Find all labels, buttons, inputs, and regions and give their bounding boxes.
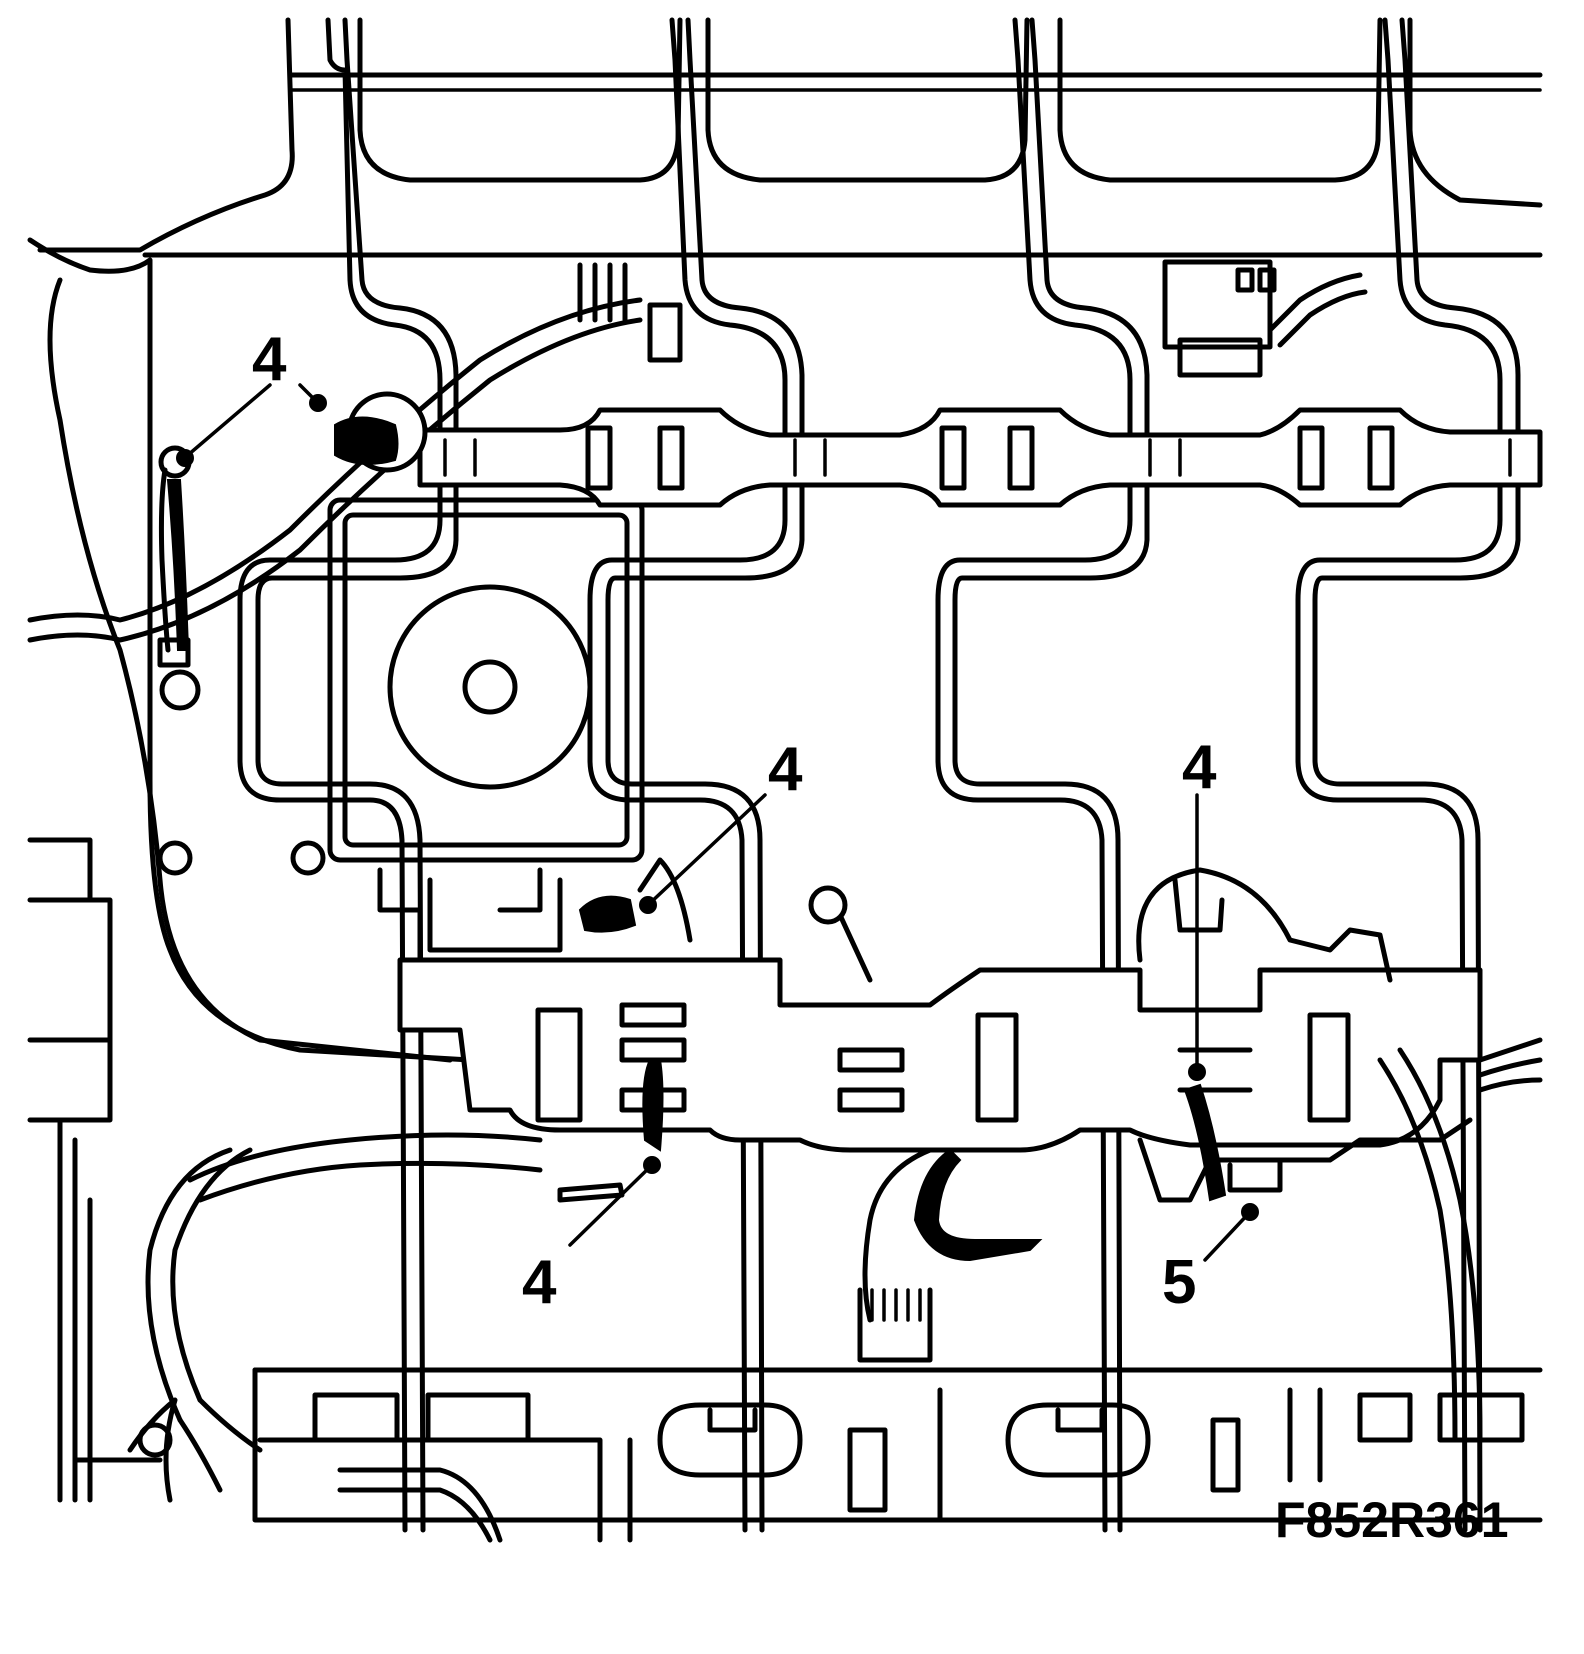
callout-4-top-left: 4 [252, 325, 287, 394]
top-frame [37, 17, 1543, 1533]
callout-leaders [176, 383, 1277, 1522]
right-harness [1136, 867, 1543, 1443]
top-connector [577, 259, 1368, 378]
callout-4-right: 4 [1182, 733, 1217, 802]
left-side-panel [27, 237, 643, 1503]
bottom-base-rail [252, 1367, 1543, 1543]
lower-cross-rail [397, 857, 1483, 1153]
lower-harness [127, 1132, 1043, 1503]
callout-4-bottom: 4 [522, 1248, 557, 1317]
seat-motor [327, 497, 645, 963]
callout-4-center: 4 [768, 735, 803, 804]
figure-id: F852R361 [1275, 1492, 1509, 1548]
cable-tie-left [157, 445, 192, 668]
upper-cross-rail [334, 391, 1543, 508]
callout-5: 5 [1162, 1248, 1196, 1317]
